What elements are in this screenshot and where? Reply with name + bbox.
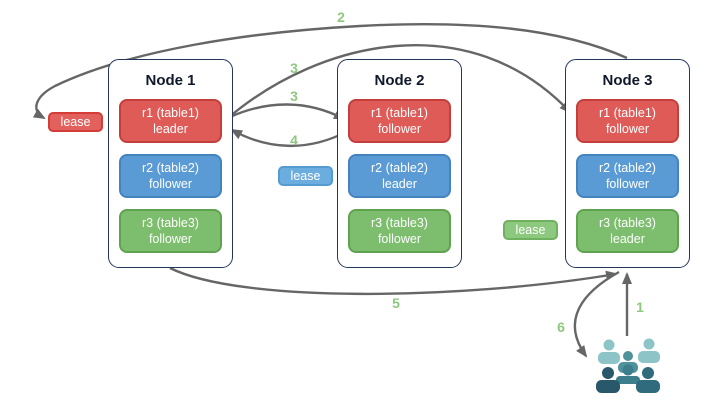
replica-role: follower (377, 122, 422, 136)
node-title: Node 3 (602, 72, 653, 89)
node-2: Node 2 r1 (table1) follower r2 (table2) … (337, 59, 462, 268)
step-label-6: 6 (557, 319, 565, 335)
lease-badge-r1: lease (48, 112, 103, 132)
replica-range: r3 (table3) (371, 215, 428, 230)
replica-range: r2 (table2) (371, 160, 428, 175)
replica-role: leader (153, 122, 188, 136)
replica-role: leader (382, 177, 417, 191)
replica-range: r2 (table2) (599, 160, 656, 175)
lease-badge-r2: lease (278, 166, 333, 186)
node-1: Node 1 r1 (table1) leader r2 (table2) fo… (108, 59, 233, 268)
replica-range: r1 (table1) (371, 105, 428, 120)
replica-range: r3 (table3) (142, 215, 199, 230)
replica-range: r1 (table1) (142, 105, 199, 120)
step-label-1: 1 (636, 299, 644, 315)
arrow-step-5 (169, 266, 618, 296)
replica-node3-r1: r1 (table1) follower (576, 99, 679, 143)
step-label-2: 2 (337, 9, 345, 25)
replica-node3-r3: r3 (table3) leader (576, 209, 679, 253)
arrow-step-6 (573, 270, 620, 358)
node-title: Node 1 (145, 72, 196, 89)
replica-node1-r2: r2 (table2) follower (119, 154, 222, 198)
replica-role: follower (148, 177, 193, 191)
replica-role: follower (148, 232, 193, 246)
replica-range: r2 (table2) (142, 160, 199, 175)
replica-range: r1 (table1) (599, 105, 656, 120)
users-icon (596, 338, 660, 393)
step-label-4: 4 (290, 132, 298, 148)
replica-node1-r3: r3 (table3) follower (119, 209, 222, 253)
arrow-step-3-to-node2 (229, 103, 346, 121)
step-label-3a: 3 (290, 60, 298, 76)
replica-node3-r2: r2 (table2) follower (576, 154, 679, 198)
replica-node1-r1: r1 (table1) leader (119, 99, 222, 143)
node-3: Node 3 r1 (table1) follower r2 (table2) … (565, 59, 690, 268)
replica-range: r3 (table3) (599, 215, 656, 230)
replica-role: follower (605, 177, 650, 191)
step-label-3b: 3 (290, 88, 298, 104)
step-label-5: 5 (392, 295, 400, 311)
node-title: Node 2 (374, 72, 425, 89)
replica-node2-r3: r3 (table3) follower (348, 209, 451, 253)
lease-badge-r3: lease (503, 220, 558, 240)
replica-role: leader (610, 232, 645, 246)
replica-node2-r1: r1 (table1) follower (348, 99, 451, 143)
replica-node2-r2: r2 (table2) leader (348, 154, 451, 198)
replica-role: follower (605, 122, 650, 136)
replica-role: follower (377, 232, 422, 246)
